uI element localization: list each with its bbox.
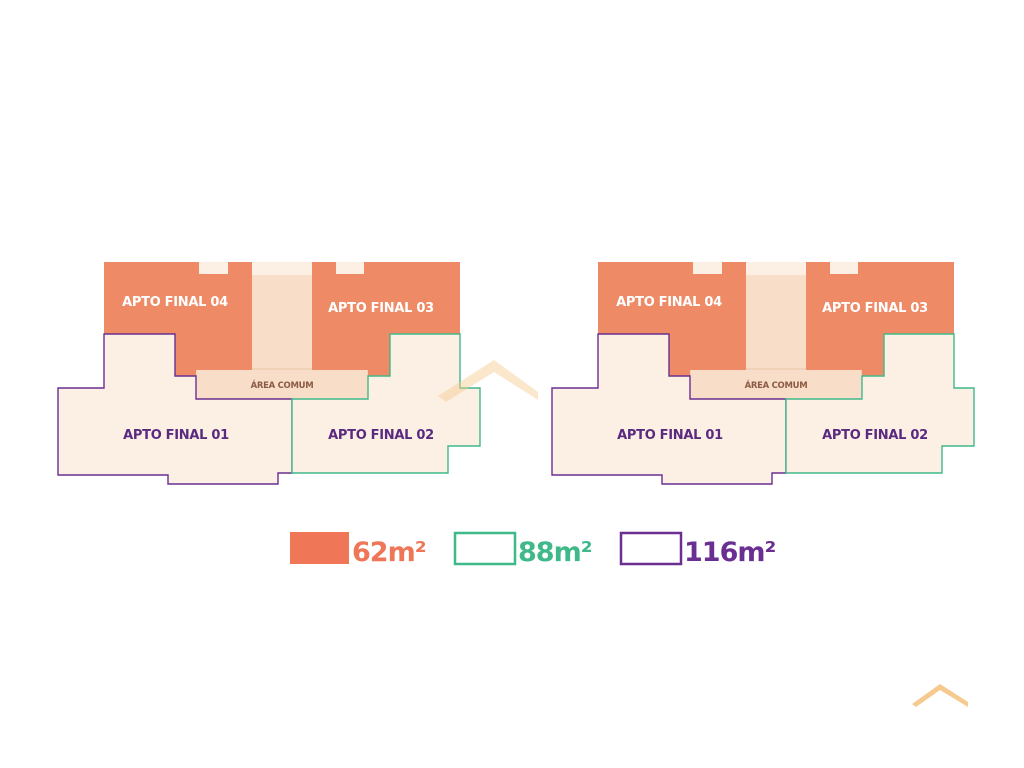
common-area-core: [746, 275, 806, 370]
apto-03-shape: [806, 262, 954, 376]
floor-plan-right: APTO FINAL 04 APTO FINAL 03 ÁREA COMUM A…: [551, 262, 975, 485]
apto-04-shape: [104, 262, 252, 376]
common-area-core: [252, 275, 312, 370]
apto-03-shape: [312, 262, 460, 376]
apto-01-shape: [551, 333, 787, 485]
floor-plan-left: APTO FINAL 04 APTO FINAL 03 ÁREA COMUM A…: [57, 262, 481, 485]
legend-label-88: 88m²: [518, 537, 592, 568]
apto-03-label: APTO FINAL 03: [822, 301, 928, 316]
apto-01-label: APTO FINAL 01: [617, 428, 723, 443]
legend-label-62: 62m²: [352, 537, 426, 568]
common-area: [195, 368, 369, 400]
apto-03-label: APTO FINAL 03: [328, 301, 434, 316]
legend-swatch-88: [453, 531, 517, 566]
area-comum-label: ÁREA COMUM: [745, 379, 808, 391]
chevron-up-icon: [912, 684, 968, 707]
apto-04-shape: [598, 262, 746, 376]
legend-swatch-116: [619, 531, 683, 566]
apto-01-label: APTO FINAL 01: [123, 428, 229, 443]
legend: 62m² 88m² 116m²: [290, 531, 776, 568]
apto-02-label: APTO FINAL 02: [328, 428, 434, 443]
legend-label-116: 116m²: [684, 537, 775, 568]
apto-04-label: APTO FINAL 04: [616, 295, 722, 310]
apto-02-label: APTO FINAL 02: [822, 428, 928, 443]
area-comum-label: ÁREA COMUM: [251, 379, 314, 391]
apto-02-shape: [291, 333, 481, 474]
apto-02-shape: [785, 333, 975, 474]
apto-04-label: APTO FINAL 04: [122, 295, 228, 310]
legend-swatch-62: [290, 532, 349, 564]
apto-01-shape: [57, 333, 293, 485]
chevron-up-icon: [438, 360, 538, 402]
